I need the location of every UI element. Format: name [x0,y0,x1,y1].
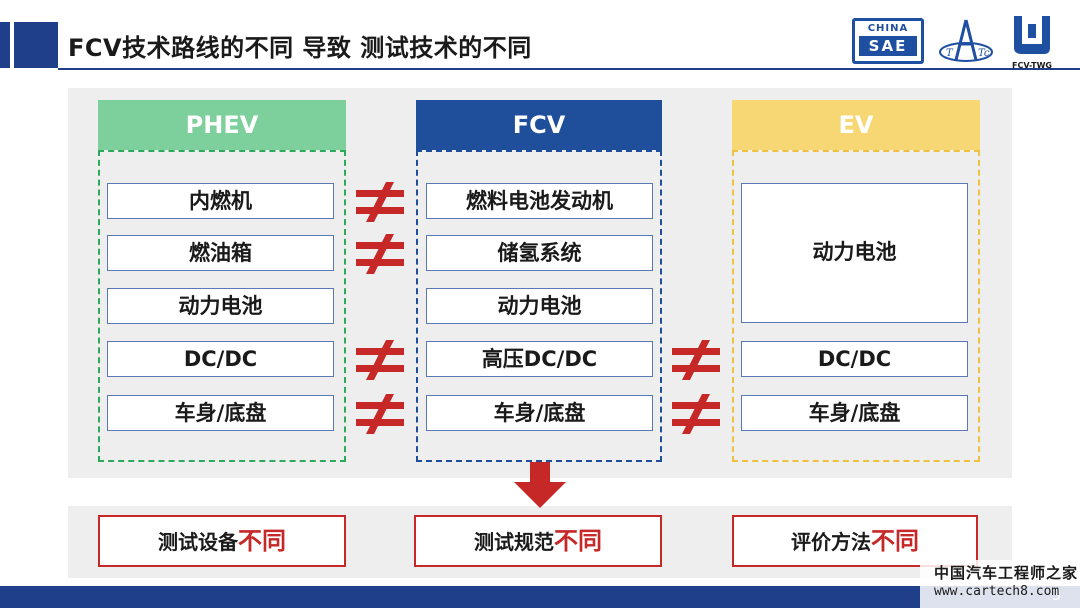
phev-item-dcdc: DC/DC [107,341,334,377]
result-highlight: 不同 [554,527,602,555]
tatc-logo: T Tc [939,19,993,62]
svg-text:T: T [946,48,954,59]
fcv-item-battery: 动力电池 [426,288,653,324]
result-label: 测试设备 [158,530,238,554]
not-equal-icon [356,340,404,380]
result-highlight: 不同 [238,527,286,555]
fcv-item-fuel-cell-engine: 燃料电池发动机 [426,183,653,219]
fcv-twg-logo: FCV-TWG [1004,14,1060,70]
result-test-spec: 测试规范不同 [414,515,662,567]
phev-item-battery: 动力电池 [107,288,334,324]
china-sae-logo: CHINA SAE [852,18,924,64]
footer-bar [0,586,1080,608]
title-accent-bar [0,22,10,68]
fcv-twg-logo-text: FCV-TWG [1012,61,1052,70]
fcv-item-body-chassis: 车身/底盘 [426,395,653,431]
result-label: 评价方法 [791,530,871,554]
not-equal-icon [672,340,720,380]
sae-logo-line1: CHINA [867,23,909,34]
ev-header: EV [732,100,980,150]
watermark-cn: 中国汽车工程师之家 [934,564,1079,582]
ev-item-body-chassis: 车身/底盘 [741,395,968,431]
result-label: 测试规范 [474,530,554,554]
title-accent-block [14,22,58,68]
phev-item-fuel-tank: 燃油箱 [107,235,334,271]
ev-item-dcdc: DC/DC [741,341,968,377]
watermark-url: www.cartech8.com [934,584,1060,599]
phev-column-box [98,150,346,462]
watermark-backdrop [920,560,1080,608]
fcv-twg-mark-icon [1014,16,1050,54]
result-evaluation-method: 评价方法不同 [732,515,978,567]
phev-header: PHEV [98,100,346,150]
svg-text:Tc: Tc [978,48,990,59]
ev-column-box [732,150,980,462]
page-title: FCV技术路线的不同 导致 测试技术的不同 [68,34,532,62]
sae-logo-line2: SAE [859,36,917,56]
not-equal-icon [356,234,404,274]
ev-item-battery: 动力电池 [741,183,968,323]
result-highlight: 不同 [871,527,919,555]
not-equal-icon [672,394,720,434]
result-test-equipment: 测试设备不同 [98,515,346,567]
fcv-item-hv-dcdc: 高压DC/DC [426,341,653,377]
phev-item-body-chassis: 车身/底盘 [107,395,334,431]
down-arrow-icon [514,462,566,508]
not-equal-icon [356,394,404,434]
phev-item-engine: 内燃机 [107,183,334,219]
fcv-header: FCV [416,100,662,150]
fcv-item-hydrogen-storage: 储氢系统 [426,235,653,271]
not-equal-icon [356,182,404,222]
title-rule [58,68,1080,70]
fcv-column-box [416,150,662,462]
